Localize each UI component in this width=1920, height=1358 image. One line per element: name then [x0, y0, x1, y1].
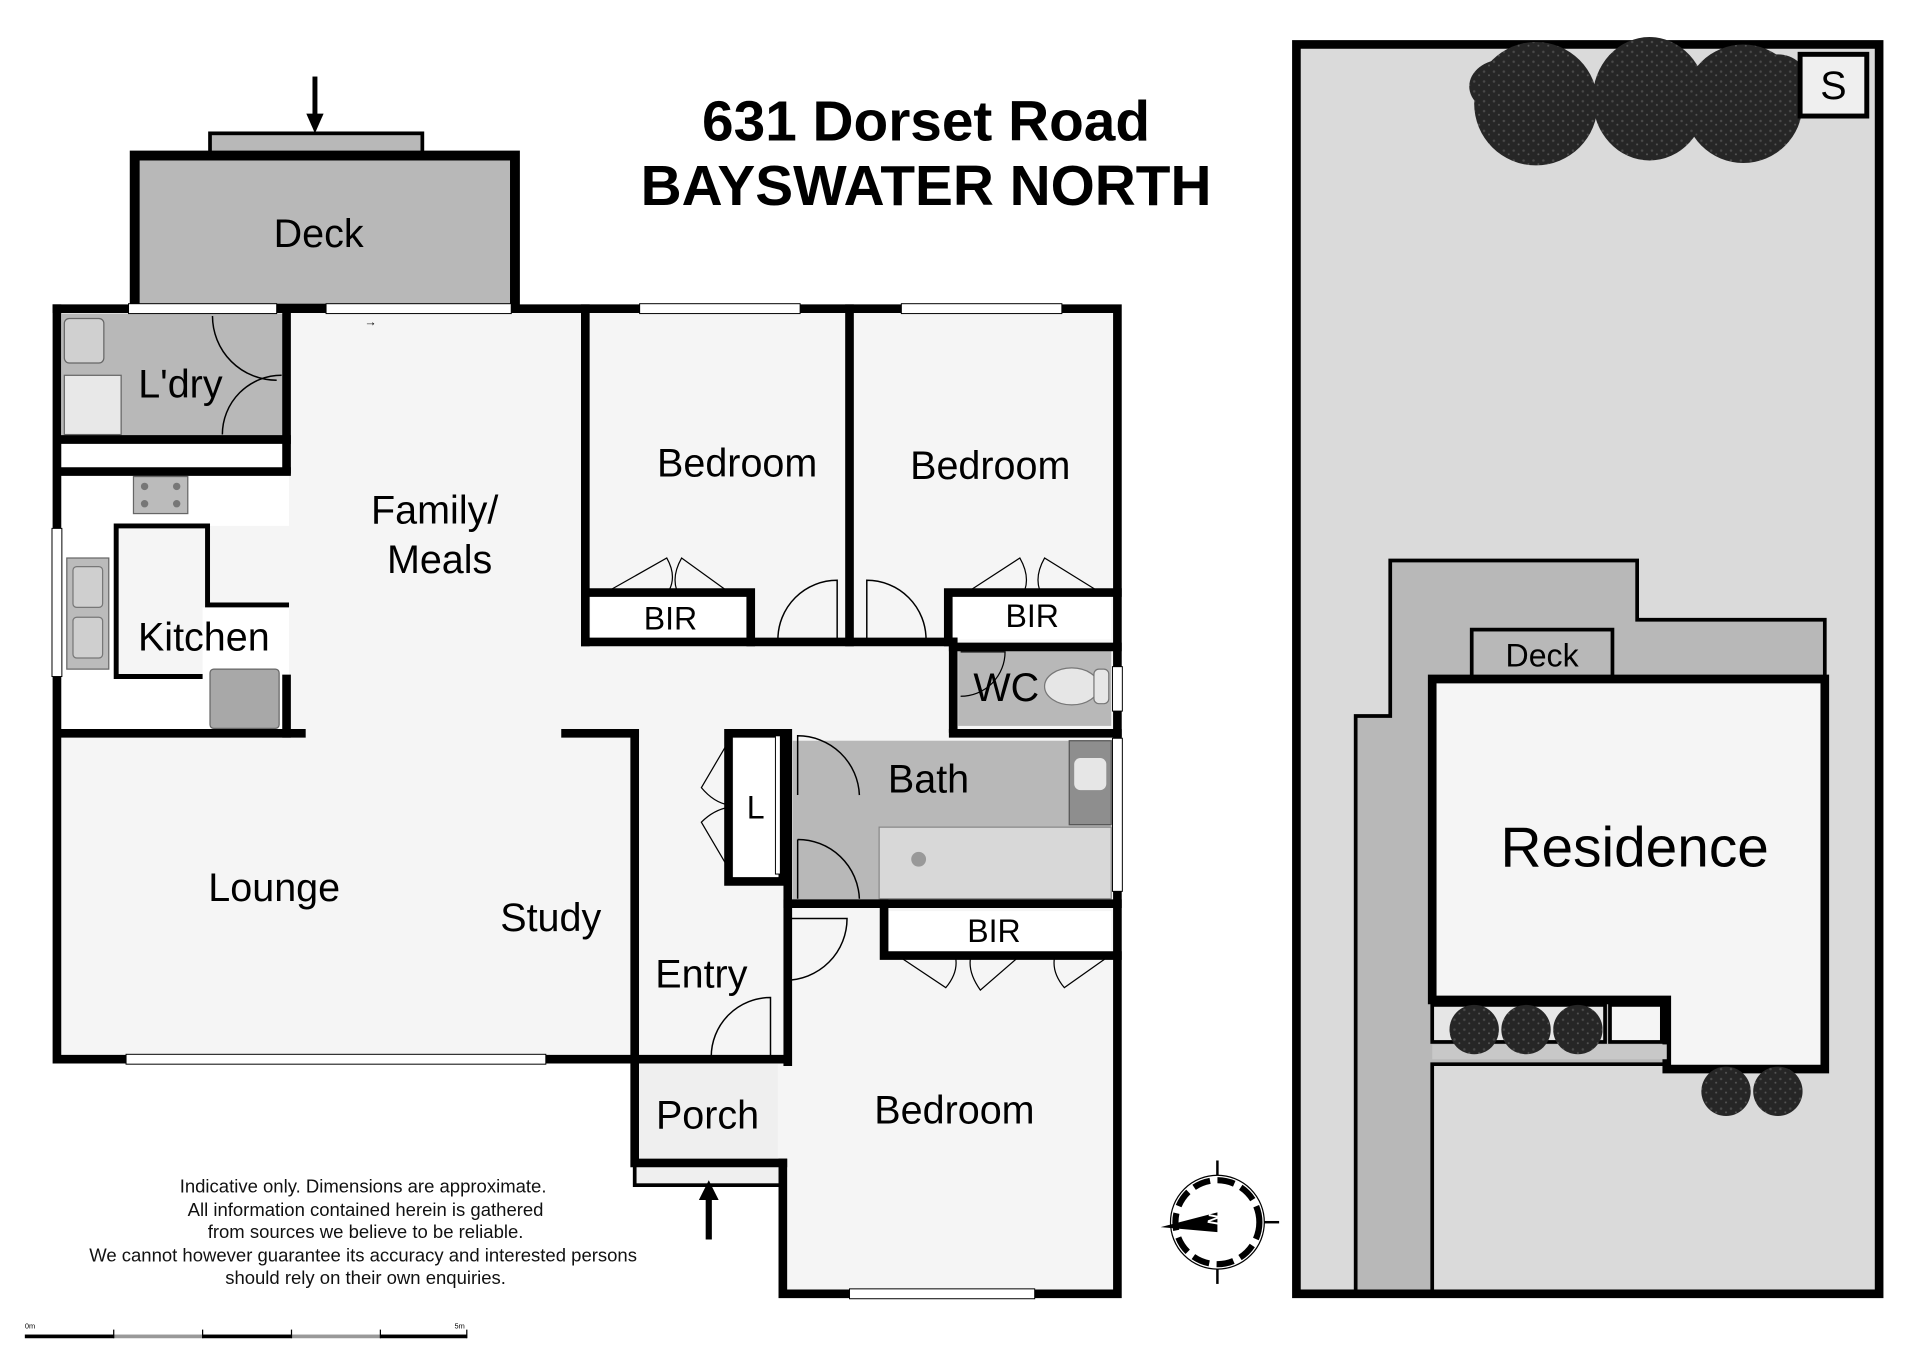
disclaimer: Indicative only. Dimensions are approxim…: [89, 1176, 637, 1288]
front-entry-arrow-icon: [698, 1180, 719, 1240]
room-label-wc: WC: [973, 666, 1039, 710]
north-compass-icon: N: [1160, 1160, 1280, 1284]
room-label-meals: Meals: [387, 538, 492, 582]
room-label-laundry: L'dry: [138, 363, 223, 407]
tree-canopy-icons: [1469, 37, 1808, 166]
fridge-icon: [209, 668, 280, 729]
room-bir-3: [889, 911, 1112, 954]
room-label-bir-2: BIR: [1005, 598, 1058, 634]
laundry-door-swing: [211, 316, 277, 381]
bir-1-door-swing: [609, 557, 727, 591]
room-bir-1: [590, 595, 749, 640]
residence-footprint: [1427, 674, 1830, 1074]
room-label-porch: Porch: [656, 1093, 759, 1137]
room-label-family: Family/: [371, 488, 498, 532]
bath-door-swing-1: [796, 735, 861, 796]
toilet-icon: [1043, 667, 1100, 706]
bedroom-3-door-swing: [785, 917, 848, 981]
disclaimer-line-5: should rely on their own enquiries.: [225, 1267, 506, 1288]
laundry-bench: [63, 374, 122, 436]
site-plan: Deck Residence S: [1292, 37, 1884, 1299]
scale-end-label: 5m: [454, 1321, 464, 1330]
room-label-bedroom-2: Bedroom: [910, 444, 1070, 488]
title-address: 631 Dorset Road: [702, 91, 1150, 154]
shrub-icons: [1449, 1004, 1803, 1117]
room-deck: [129, 150, 520, 314]
laundry-tub: [63, 317, 105, 364]
windows: [51, 303, 1123, 1300]
room-bir-2: [950, 595, 1112, 640]
bedroom-2-door-swing: [866, 579, 927, 640]
scale-start-label: 0m: [25, 1321, 35, 1330]
room-porch: [639, 1064, 778, 1159]
title-block: 631 Dorset Road BAYSWATER NORTH: [641, 91, 1212, 218]
bath-door-swing-2: [796, 838, 861, 899]
room-linen: [733, 738, 778, 879]
garden-bed-end: [1608, 1003, 1664, 1044]
shed-label: S: [1820, 64, 1846, 108]
wc-door-swing: [960, 651, 1006, 697]
disclaimer-line-2: All information contained herein is gath…: [188, 1199, 544, 1220]
site-deck-label: Deck: [1506, 638, 1580, 674]
laundry-door-swing-2: [221, 374, 282, 435]
disclaimer-line-3: from sources we believe to be reliable.: [208, 1221, 524, 1242]
room-label-bath: Bath: [888, 758, 969, 802]
room-label-entry: Entry: [655, 953, 747, 997]
room-label-bedroom-3: Bedroom: [874, 1088, 1034, 1132]
front-door-swing: [710, 996, 772, 1057]
house-floor-plan: Deck L'dry Kitchen Family/ Meals →: [51, 76, 1123, 1300]
room-label-deck: Deck: [274, 212, 364, 256]
room-label-kitchen: Kitchen: [138, 616, 270, 660]
room-label-linen: L: [747, 790, 765, 826]
deck-entry-arrow-icon: [306, 76, 324, 134]
kitchen-bench-outline: [113, 523, 290, 679]
compass-north-label: N: [1206, 1213, 1224, 1226]
bedroom-1-door-swing: [777, 579, 838, 640]
room-label-bir-1: BIR: [644, 601, 697, 637]
sliding-door-arrow-icon: →: [364, 315, 376, 329]
disclaimer-line-1: Indicative only. Dimensions are approxim…: [180, 1176, 547, 1197]
room-label-study: Study: [500, 896, 601, 940]
residence-label: Residence: [1501, 817, 1769, 880]
bir-2-door-swing: [970, 557, 1097, 591]
laundry-passage: [61, 441, 285, 470]
title-suburb: BAYSWATER NORTH: [641, 155, 1212, 218]
cooktop-icon: [132, 475, 189, 515]
room-label-lounge: Lounge: [208, 866, 340, 910]
kitchen-island-2: [116, 525, 290, 608]
room-label-bir-3: BIR: [967, 913, 1020, 949]
bir-3-door-swing: [901, 957, 1107, 992]
disclaimer-line-4: We cannot however guarantee its accuracy…: [89, 1245, 637, 1266]
shed: [1797, 51, 1870, 119]
scale-bar: 0m 5m: [24, 1321, 468, 1339]
room-label-bedroom-1: Bedroom: [657, 442, 817, 486]
